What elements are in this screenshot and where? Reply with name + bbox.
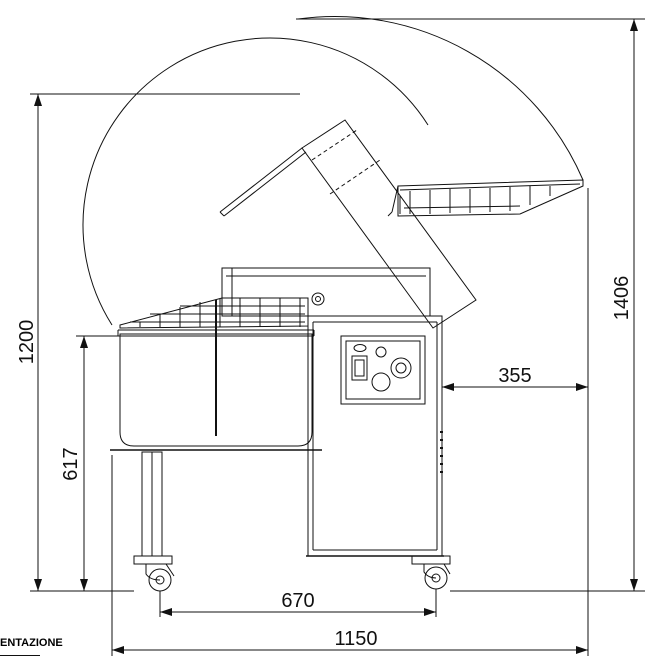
lowered-guard-grid — [119, 297, 309, 329]
side-vents — [440, 431, 443, 473]
lid-swing-arc — [297, 15, 584, 181]
control-panel — [340, 335, 426, 405]
dim-label-1406: 1406 — [611, 276, 633, 321]
extension-lines — [30, 18, 645, 656]
caster-left — [133, 555, 175, 592]
dim-label-1200: 1200 — [16, 320, 38, 365]
footer-partial-label: ENTAZIONE — [0, 637, 63, 649]
caster-right — [411, 555, 451, 590]
dim-label-670: 670 — [281, 590, 314, 612]
guard-swing-arc — [82, 37, 429, 326]
tilted-lid — [219, 119, 477, 329]
dim-label-617: 617 — [60, 447, 82, 480]
mixing-bowl — [110, 300, 322, 451]
dimension-lines — [34, 19, 638, 654]
raised-guard-grid — [387, 179, 584, 217]
dim-label-355: 355 — [498, 365, 531, 387]
head-housing — [221, 267, 431, 317]
machine-body — [306, 315, 444, 557]
dim-label-1150: 1150 — [334, 628, 377, 650]
front-leg — [141, 451, 163, 557]
